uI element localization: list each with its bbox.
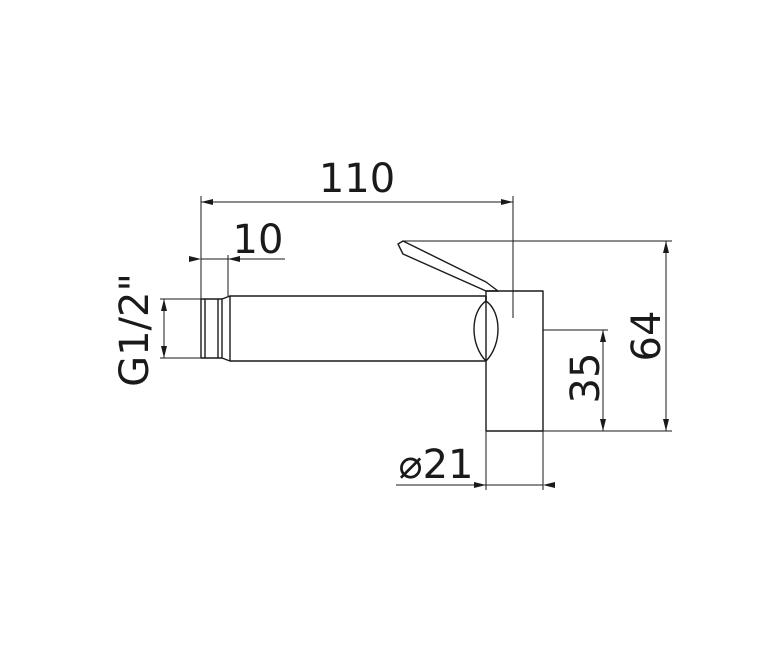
- dim-label-thread-size: G1/2": [112, 273, 158, 387]
- dimension-64: [403, 240, 672, 432]
- dim-label-64: 64: [624, 311, 670, 362]
- dimension-thread-size: [160, 298, 201, 359]
- dim-label-10: 10: [233, 217, 284, 263]
- spout-outline: [200, 240, 544, 432]
- thread-connector: [200, 298, 223, 359]
- dimension-diameter: [396, 431, 555, 490]
- spout-tube: [230, 295, 487, 362]
- lever-handle: [397, 240, 499, 292]
- dimension-110: [200, 196, 514, 318]
- dim-label-diameter: ⌀21: [399, 442, 474, 488]
- dim-label-35: 35: [563, 353, 609, 404]
- dim-label-110: 110: [319, 156, 395, 202]
- dimension-10: [189, 255, 285, 299]
